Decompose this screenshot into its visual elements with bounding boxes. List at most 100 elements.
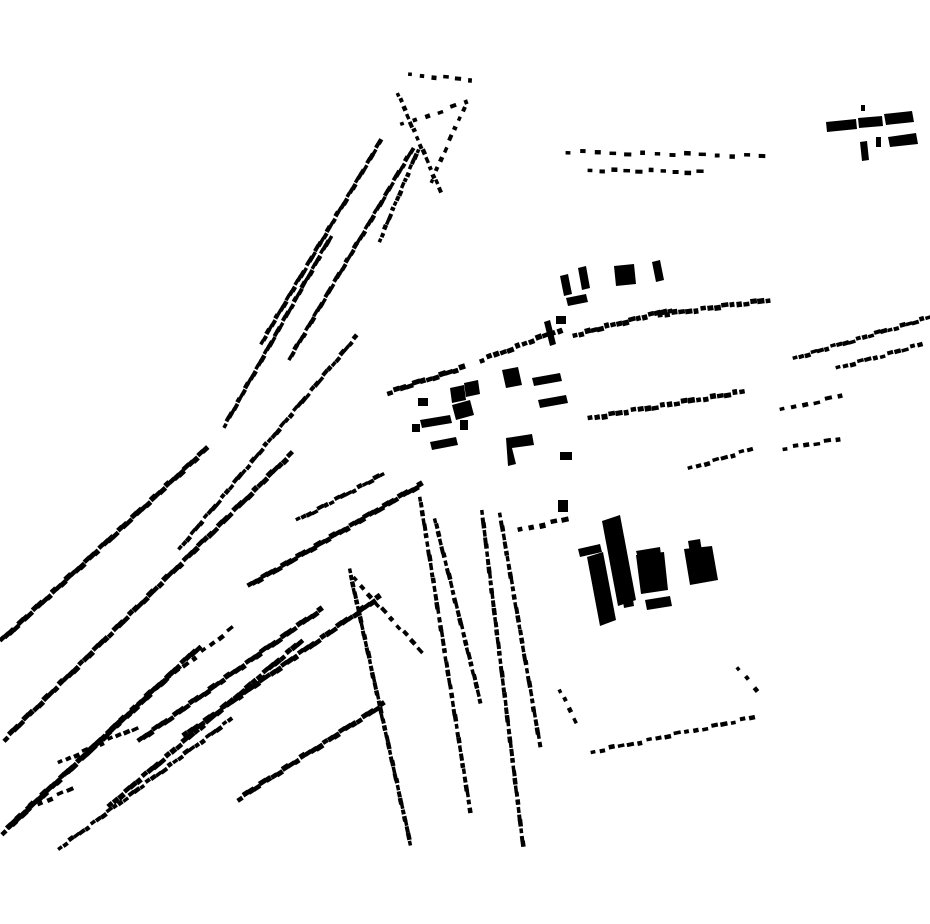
building-footprint [720,302,729,308]
building-footprint [418,501,424,508]
building-footprint [94,815,102,823]
building-footprint [394,777,400,784]
building-footprint [326,365,333,372]
building-footprint [303,277,309,284]
building-footprint [505,555,510,562]
building-footprint [270,464,280,474]
building-footprint [67,834,75,843]
building-footprint [490,592,495,599]
building-footprint [485,558,491,566]
building-footprint [6,728,16,737]
building-footprint [433,593,439,601]
building-footprint [219,492,226,500]
building-footprint [483,543,489,549]
building-footprint [302,267,308,273]
building-footprint [379,606,388,615]
building-footprint [430,577,436,584]
building-footprint [461,631,467,638]
building-footprint [572,717,578,725]
building-footprint [53,777,62,787]
building-footprint [525,675,531,683]
building-footprint [84,825,91,832]
building-footprint [278,420,287,429]
building-footprint [296,647,305,656]
building-footprint [470,668,476,676]
building-footprint [291,405,299,412]
building-footprint [222,422,228,429]
building-footprint [444,661,450,668]
building-footprint [223,488,231,496]
building-footprint [144,777,152,784]
building-footprint [266,436,273,444]
building-footprint [375,693,381,700]
building-footprint [736,301,743,308]
building-footprint [330,360,337,368]
building-footprint [412,117,418,123]
building-footprint [684,170,692,176]
building-footprint [209,728,218,736]
building-footprint [36,700,46,709]
building-footprint [514,607,520,615]
building-footprint [200,646,207,653]
building-footprint [407,840,413,846]
building-footprint [179,657,187,665]
building-footprint [496,641,502,650]
building-footprint [339,616,350,626]
building-footprint [77,659,85,667]
building-footprint [626,741,635,748]
building-footprint [257,777,268,787]
building-footprint [886,349,894,356]
building-footprint [515,799,521,806]
building-footprint [513,785,519,793]
building-footprint [509,576,514,585]
building-footprint [654,152,661,156]
building-footprint [837,393,843,399]
building-footprint [261,334,268,342]
building-footprint [420,148,428,156]
building-footprint [269,319,278,328]
building-footprint [565,151,571,155]
building-footprint [177,544,183,551]
building-footprint [343,257,350,264]
building-footprint [483,537,488,545]
building-footprint [601,413,608,420]
building-footprint [221,720,228,726]
building-footprint [199,738,207,746]
building-footprint [260,476,270,485]
building-footprint [695,463,702,469]
building-footprint [270,336,277,344]
building-footprint [181,730,189,738]
building-footprint [901,347,910,353]
building-footprint [173,667,181,675]
building-footprint [746,446,754,453]
building-footprint [739,716,746,722]
building-footprint [477,698,483,705]
building-footprint [462,776,468,783]
building-footprint [319,632,327,641]
building-footprint [458,363,466,371]
building-footprint [127,789,136,798]
building-footprint [10,819,19,828]
building-footprint [132,786,141,795]
building-footprint [454,602,459,609]
building-footprint [257,674,268,684]
building-footprint [387,615,395,623]
building-footprint [395,784,401,791]
building-footprint [594,149,601,155]
building-footprint [310,251,317,259]
building-footprint [438,624,444,632]
building-footprint [231,504,240,513]
building-footprint [320,297,327,305]
building-footprint [392,200,398,207]
building-footprint [316,254,323,262]
building-footprint [363,640,369,648]
building-footprint [100,733,110,742]
building-footprint [587,415,593,421]
building-footprint [518,629,524,636]
building-footprint [400,162,407,169]
building-footprint [861,334,868,340]
building-footprint [779,406,785,412]
building-footprint [603,322,610,329]
building-footprint [27,804,33,810]
building-footprint [730,720,737,725]
